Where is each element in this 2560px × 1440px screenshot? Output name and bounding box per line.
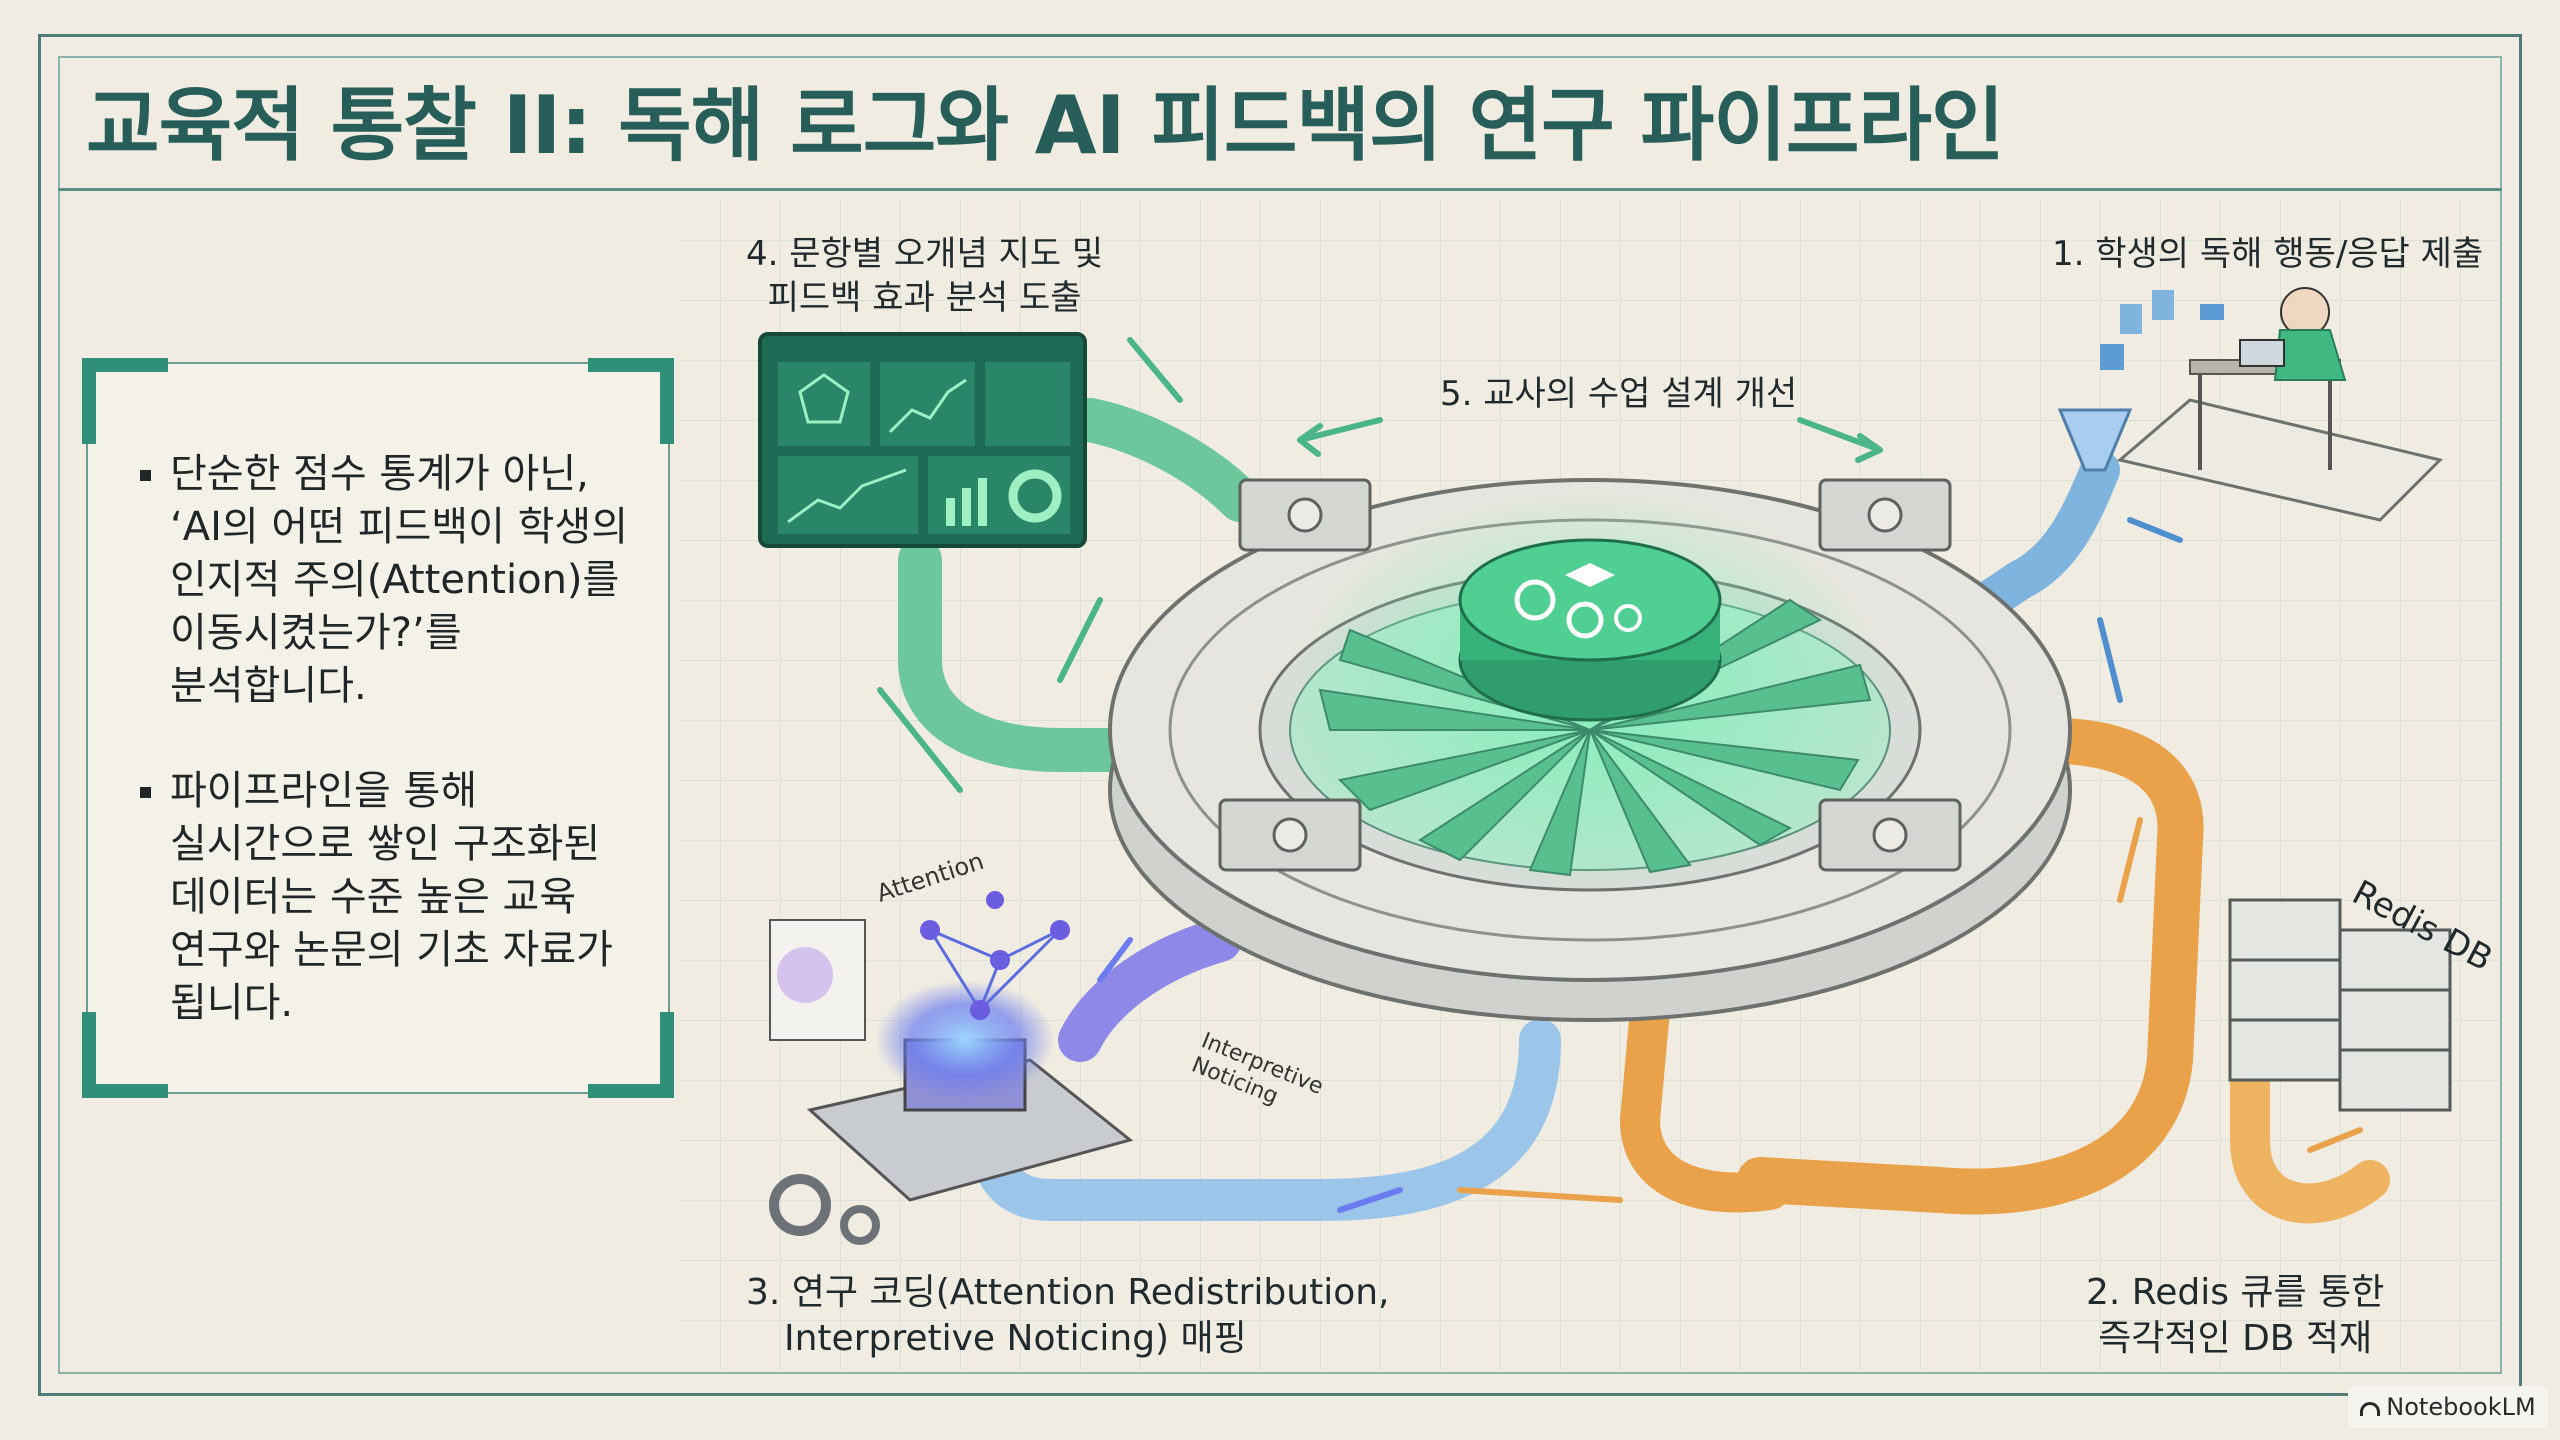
student-head [2280, 287, 2330, 337]
bullet-item: 파이프라인을 통해 실시간으로 쌓인 구조화된 데이터는 수준 높은 교육 연구… [140, 765, 638, 1030]
step-2-label: 2. Redis 큐를 통한 즉각적인 DB 적재 [2086, 1272, 2385, 1359]
step-1-label: 1. 학생의 독해 행동/응답 제출 [2052, 234, 2484, 274]
pipe-green-top [1068, 398, 1262, 522]
gear-icon [1514, 579, 1556, 621]
summary-panel: 단순한 점수 통계가 아닌, ‘AI의 어떤 피드백이 학생의 인지적 주의(A… [82, 358, 674, 1098]
ai-processor-chip [769, 891, 1134, 1245]
gear-icon [840, 1205, 880, 1245]
mail-icon [2200, 304, 2224, 320]
outer-frame [38, 34, 2522, 1396]
analytics-dashboard [758, 332, 1087, 548]
step-5-label: 5. 교사의 수업 설계 개선 [1440, 374, 1798, 414]
pipe-violet [1058, 918, 1242, 1062]
trend-chart-icon [787, 468, 907, 524]
donut-chart-icon [1008, 469, 1062, 523]
panel-corner [82, 1012, 168, 1098]
bullet-item: 단순한 점수 통계가 아닌, ‘AI의 어떤 피드백이 학생의 인지적 주의(A… [140, 448, 638, 713]
step-3-label: 3. 연구 코딩(Attention Redistribution, Inter… [746, 1272, 1390, 1359]
gear-icon [769, 1174, 831, 1236]
laptop-icon [2239, 339, 2285, 367]
step-4-label: 4. 문항별 오개념 지도 및 피드백 효과 분석 도출 [746, 234, 1104, 318]
flow-arrows [877, 337, 2363, 1213]
summary-bullets: 단순한 점수 통계가 아닌, ‘AI의 어떤 피드백이 학생의 인지적 주의(A… [88, 364, 668, 1030]
pipe-orange-bottom [1619, 990, 1790, 1213]
funnel-icon [2057, 408, 2133, 472]
ring-clamps [1218, 478, 1962, 872]
panel-corner [588, 1012, 674, 1098]
document-icon [2120, 304, 2142, 334]
pipe-green-dashboard [898, 538, 1142, 772]
document-icon [2152, 290, 2174, 320]
inner-frame [58, 56, 2502, 1374]
panel-corner [588, 358, 674, 444]
page-title: 교육적 통찰 II: 독해 로그와 AI 피드백의 연구 파이프라인 [86, 79, 2005, 172]
pipe-orange-db [2230, 960, 2390, 1224]
document-icon [2100, 344, 2124, 370]
notebooklm-logo-icon [2360, 1402, 2381, 1416]
graduation-cap-icon [1565, 563, 1615, 587]
redis-server-stacks [2228, 898, 2452, 1112]
gear-icon [1614, 604, 1642, 632]
notebooklm-watermark: NotebookLM [2348, 1386, 2548, 1428]
radar-chart-icon [798, 373, 850, 424]
pipe-blue-student [1970, 450, 2120, 620]
panel-corner [82, 358, 168, 444]
pipeline-illustration: Redis DB Attention Interpretive Noticing [680, 200, 2500, 1370]
title-divider [58, 188, 2502, 191]
line-chart-icon [888, 378, 967, 434]
student-desk-scene [2057, 287, 2443, 522]
central-hub [1458, 538, 1722, 722]
gear-icon [1566, 601, 1604, 639]
